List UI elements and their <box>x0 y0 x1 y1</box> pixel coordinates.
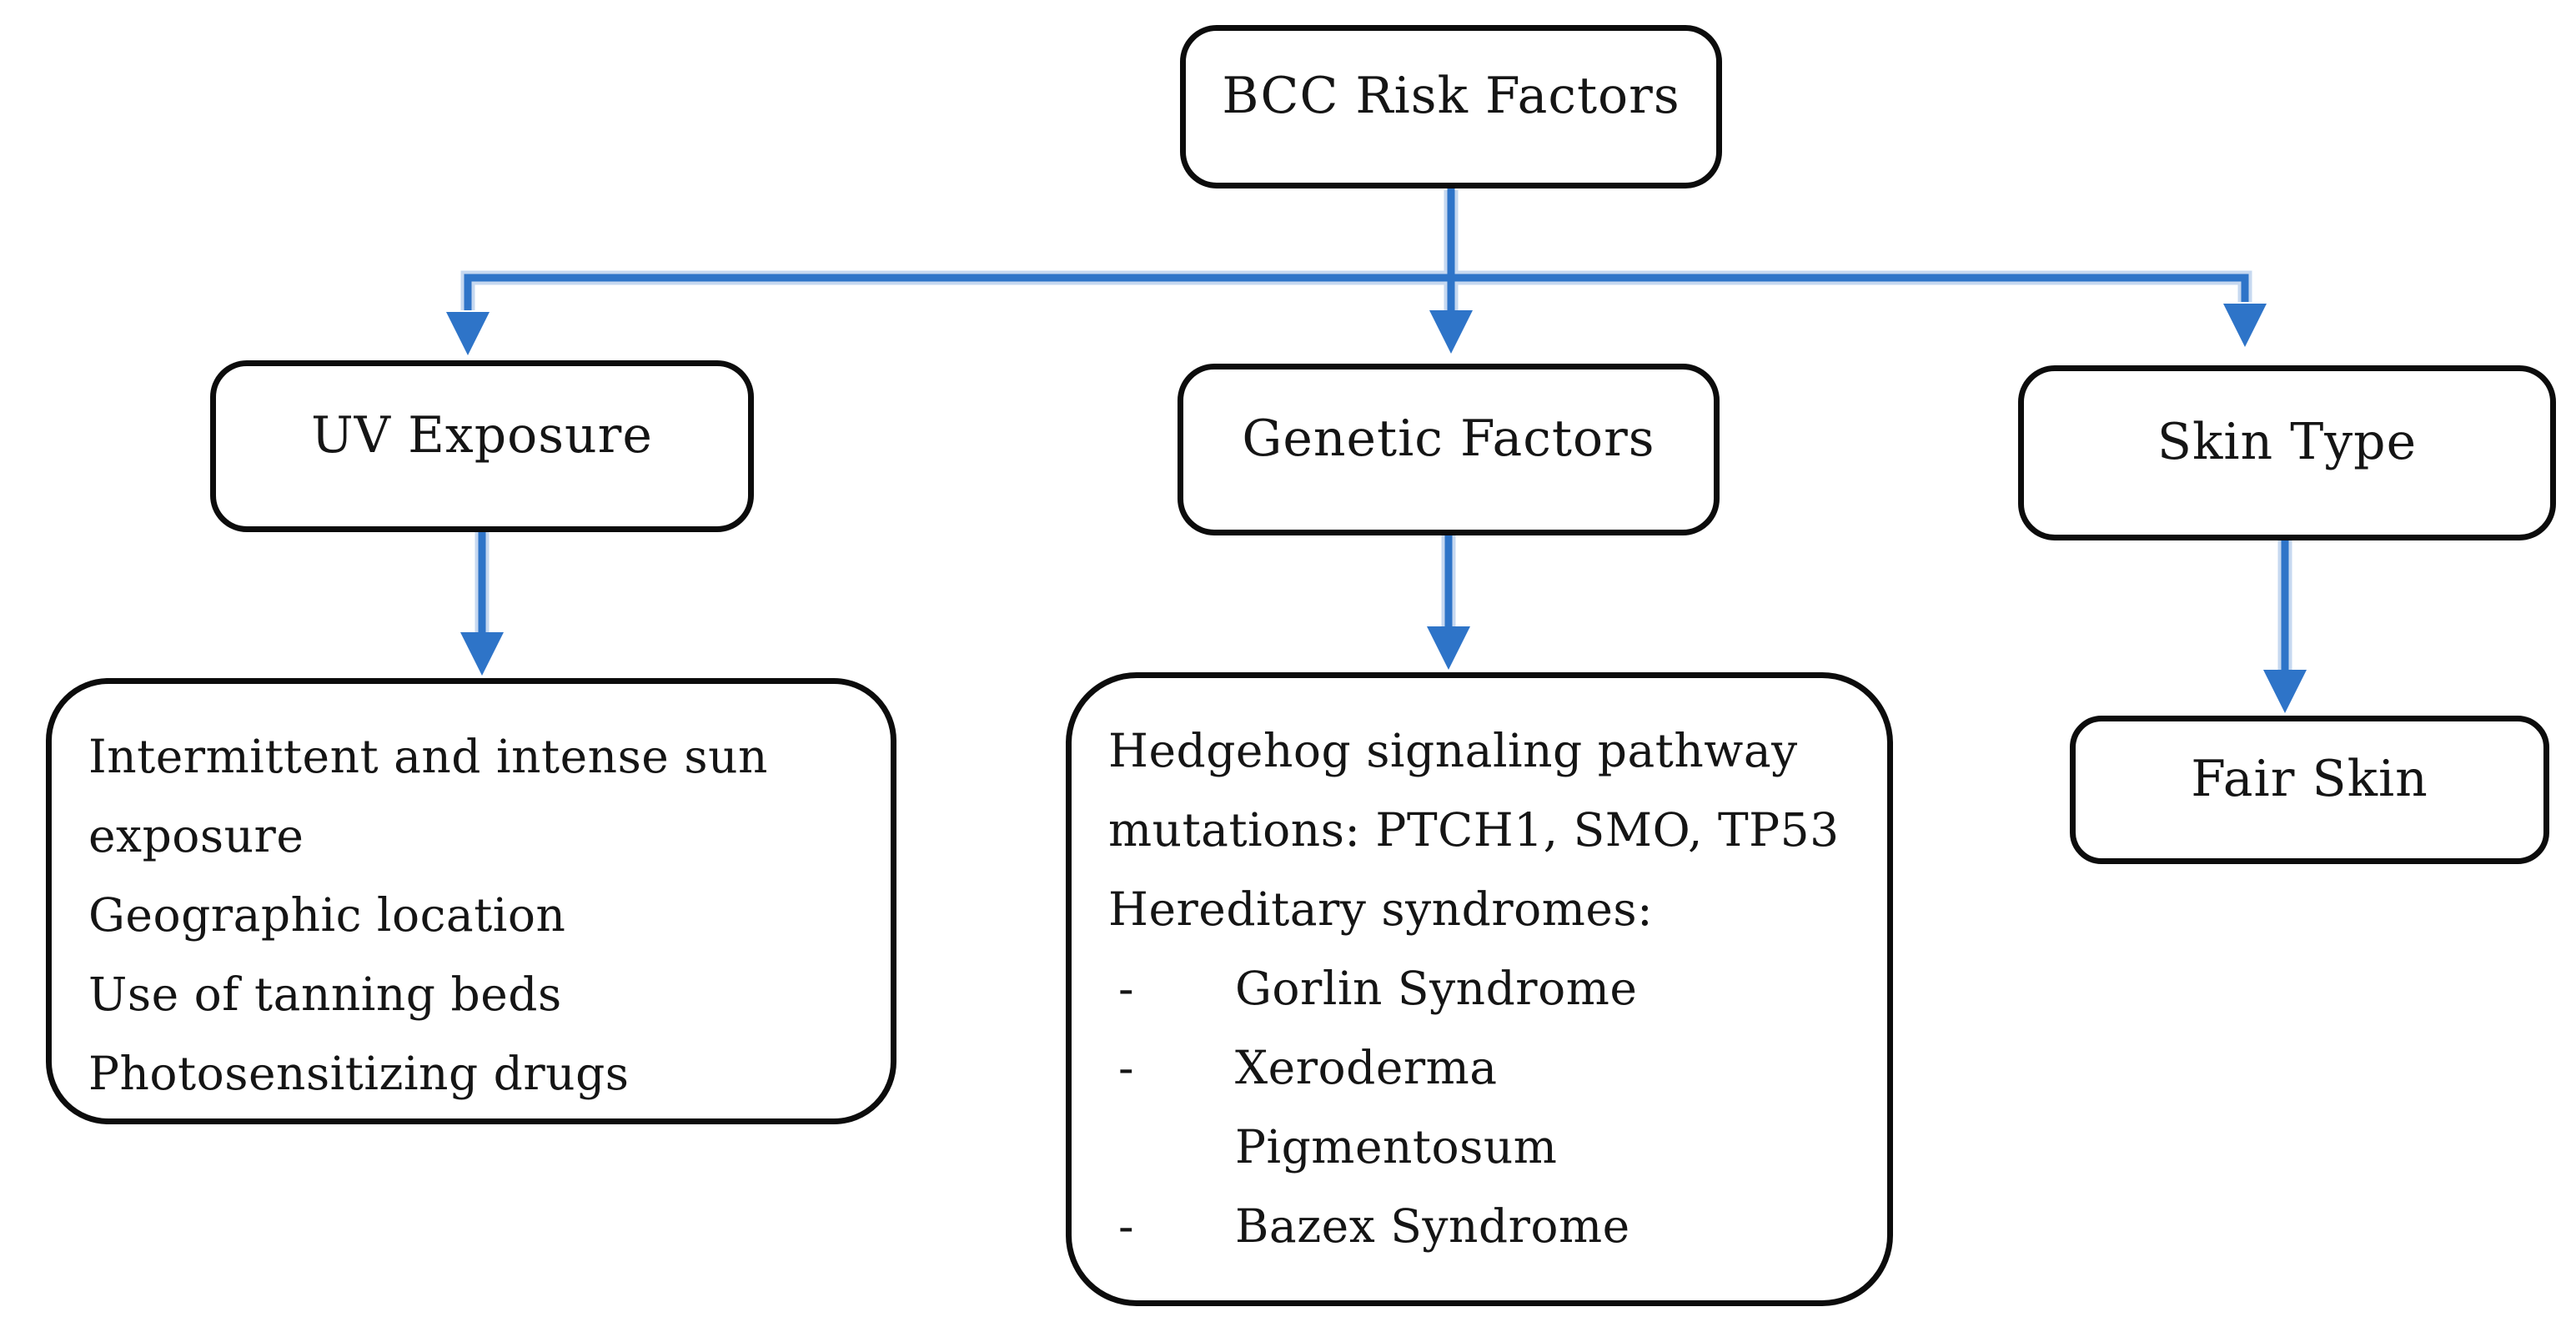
syndrome-name: Gorlin Syndrome <box>1235 962 1638 1015</box>
connector-trunk-halo <box>460 270 2252 310</box>
arrowhead-genetic-details <box>1427 626 1470 670</box>
node-genetic-details: Hedgehog signaling pathway mutations: PT… <box>1066 672 1893 1306</box>
arrowhead-uv-details <box>460 632 504 676</box>
node-bcc-risk-factors: BCC Risk Factors <box>1180 25 1722 188</box>
fair-skin-label: Fair Skin <box>2191 750 2428 808</box>
uv-detail-item: Photosensitizing drugs <box>88 1047 630 1100</box>
arrowhead-to-uv <box>446 312 490 355</box>
bullet-dash: - <box>1118 1199 1135 1253</box>
node-fair-skin: Fair Skin <box>2070 716 2549 864</box>
bcc-risk-factors-label: BCC Risk Factors <box>1222 67 1680 125</box>
node-uv-exposure: UV Exposure <box>210 360 754 532</box>
uv-detail-item: Intermittent and intense sun exposure <box>88 730 768 862</box>
syndrome-name: Xeroderma Pigmentosum <box>1235 1041 1558 1174</box>
genetic-factors-label: Genetic Factors <box>1242 410 1655 468</box>
genetic-detail-line: Hereditary syndromes: <box>1108 882 1654 936</box>
node-uv-details: Intermittent and intense sun exposure Ge… <box>46 678 896 1124</box>
uv-detail-item: Use of tanning beds <box>88 968 562 1021</box>
uv-exposure-label: UV Exposure <box>311 406 653 465</box>
genetic-detail-line: Hedgehog signaling pathway mutations: PT… <box>1108 724 1840 857</box>
syndrome-bullet-item: - Gorlin Syndrome <box>1108 949 1854 1028</box>
node-genetic-factors: Genetic Factors <box>1178 364 1720 535</box>
node-skin-type: Skin Type <box>2018 365 2556 540</box>
arrowhead-fair-skin <box>2263 670 2307 713</box>
arrowhead-to-skin <box>2223 304 2267 347</box>
connector-trunk <box>464 274 2249 310</box>
skin-type-label: Skin Type <box>2157 413 2418 471</box>
syndrome-bullet-item: - Xeroderma Pigmentosum <box>1108 1028 1854 1187</box>
syndrome-bullet-item: - Bazex Syndrome <box>1108 1187 1854 1266</box>
arrowhead-to-genetic <box>1429 310 1473 354</box>
bullet-dash: - <box>1118 962 1135 1015</box>
bullet-dash: - <box>1118 1041 1135 1094</box>
uv-detail-item: Geographic location <box>88 888 566 942</box>
syndrome-name: Bazex Syndrome <box>1235 1199 1630 1253</box>
